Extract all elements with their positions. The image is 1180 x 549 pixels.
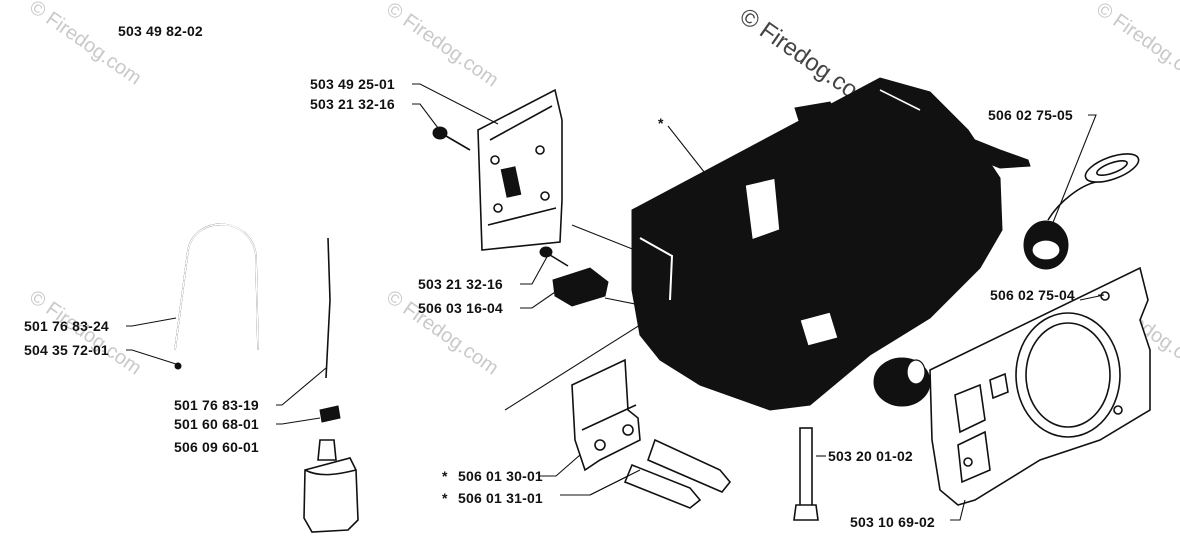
bolt-1-marker-star: *: [442, 468, 448, 484]
bracket-bolts-drawing: [623, 438, 732, 509]
gasket-plate-drawing: [929, 266, 1151, 506]
label-long-bolt: 503 20 01-02: [828, 448, 913, 464]
filler-cap-top-drawing: [1023, 153, 1140, 270]
plate-screw-drawing: [432, 126, 471, 151]
fuel-hose-drawing: [325, 237, 331, 379]
label-fuel-filter: 506 09 60-01: [174, 439, 259, 455]
label-cap-top: 506 02 75-05: [988, 107, 1073, 123]
long-bolt-drawing: [793, 427, 819, 521]
hose-clip-drawing: [319, 405, 341, 423]
mounting-plate-drawing: [477, 88, 563, 251]
fuel-filter-drawing: [303, 439, 359, 533]
label-bracket-bolt-2: 506 01 31-01: [458, 490, 543, 506]
tank-marker-star: *: [658, 115, 664, 131]
watermark-tile-2: © Firedog.com: [382, 0, 502, 91]
fuel-tank-body-drawing: [631, 77, 1031, 411]
watermark-tile-1: © Firedog.com: [25, 0, 145, 89]
label-hose-loop: 501 76 83-24: [24, 318, 109, 334]
label-hose-clip: 501 60 68-01: [174, 416, 259, 432]
hose-loop-drawing: [174, 223, 259, 370]
bolt-2-marker-star: *: [442, 490, 448, 506]
watermark-layer: © Firedog.com © Firedog.com © Firedog.co…: [25, 0, 1180, 379]
leader-lines: [126, 83, 1105, 521]
watermark-tile-3: © Firedog.com: [1092, 0, 1180, 91]
label-cap-bottom: 506 02 75-04: [990, 287, 1075, 303]
label-clip-screw: 503 21 32-16: [418, 276, 503, 292]
filler-cap-bottom-drawing: [873, 357, 931, 407]
label-gasket-plate: 503 10 69-02: [850, 514, 935, 530]
label-plate-part: 503 49 25-01: [310, 76, 395, 92]
label-bracket-bolt-1: 506 01 30-01: [458, 468, 543, 484]
bracket-drawing: [571, 358, 641, 472]
label-clip: 506 03 16-04: [418, 300, 503, 316]
label-fuel-hose: 501 76 83-19: [174, 397, 259, 413]
part-labels: 503 49 25-01 503 21 32-16 503 21 32-16 5…: [24, 76, 1075, 530]
label-hose-loop-end: 504 35 72-01: [24, 342, 109, 358]
assembly-number: 503 49 82-02: [118, 23, 203, 39]
label-plate-screw: 503 21 32-16: [310, 96, 395, 112]
clip-drawing: [539, 246, 609, 307]
